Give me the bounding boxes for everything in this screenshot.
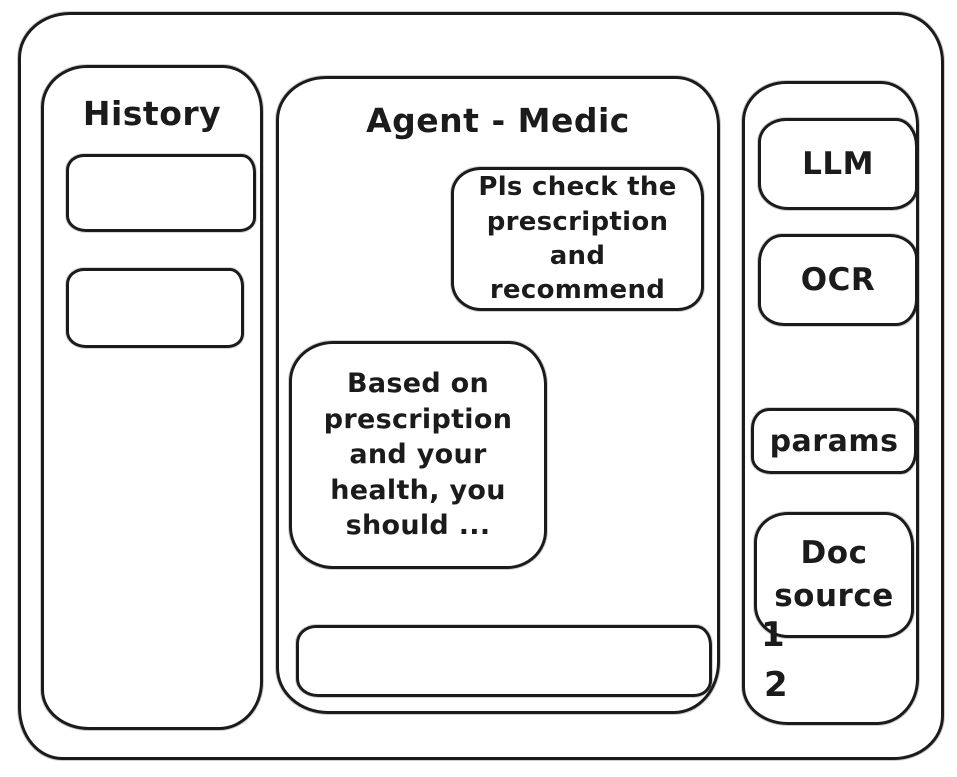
history-item[interactable]	[66, 154, 256, 232]
history-item[interactable]	[66, 268, 244, 348]
history-title: History	[82, 94, 222, 133]
history-panel: History	[41, 65, 263, 730]
doc-source-button[interactable]: Doc source	[754, 512, 914, 638]
tools-panel: LLM OCR params Doc source 1 2	[742, 81, 919, 725]
app-frame: History Agent - Medic Pls check the pres…	[18, 12, 944, 760]
llm-button[interactable]: LLM	[758, 118, 918, 210]
assistant-message-bubble: Based on prescription and your health, y…	[289, 341, 547, 569]
chat-title: Agent - Medic	[366, 101, 630, 140]
params-button[interactable]: params	[751, 408, 917, 474]
doc-source-item[interactable]: 1	[761, 615, 785, 655]
ocr-button[interactable]: OCR	[758, 234, 918, 326]
user-message-bubble: Pls check the prescription and recommend	[451, 167, 704, 311]
message-input[interactable]	[296, 625, 712, 697]
chat-panel: Agent - Medic Pls check the prescription…	[276, 76, 720, 714]
doc-source-item[interactable]: 2	[764, 665, 788, 705]
